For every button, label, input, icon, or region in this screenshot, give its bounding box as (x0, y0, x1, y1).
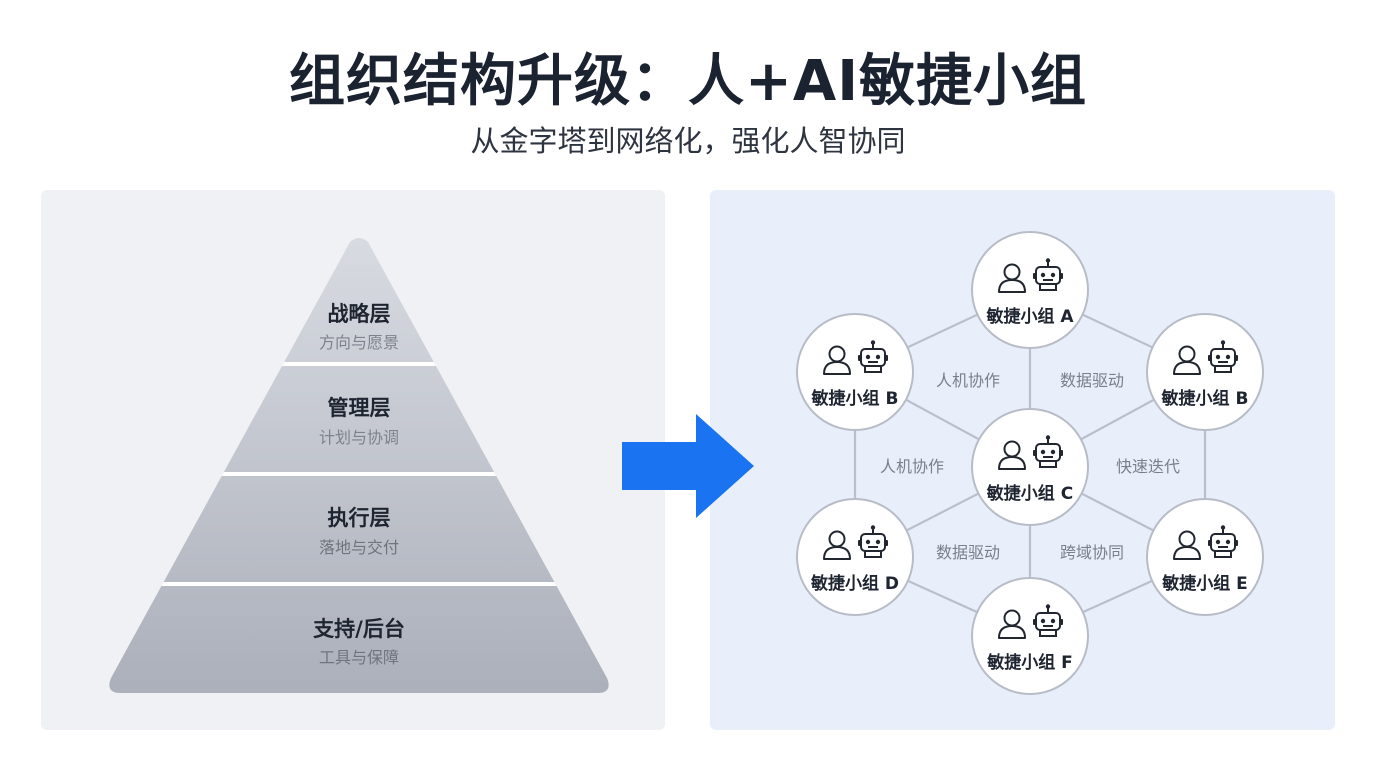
node-group-a: 敏捷小组 A (971, 231, 1089, 349)
node-group-f: 敏捷小组 F (971, 577, 1089, 695)
edge-label: 数据驱动 (1060, 371, 1124, 390)
pyramid-layer-support: 支持/后台 工具与保障 (313, 617, 405, 667)
node-label: 敏捷小组 B (811, 388, 899, 409)
pyramid-layer-title: 执行层 (328, 506, 391, 530)
node-group-b-left: 敏捷小组 B (796, 313, 914, 431)
edge-label: 人机协作 (936, 371, 1000, 390)
node-label: 敏捷小组 D (810, 573, 899, 594)
node-group-e: 敏捷小组 E (1146, 498, 1264, 616)
node-label: 敏捷小组 E (1161, 573, 1248, 594)
node-label: 敏捷小组 C (986, 483, 1073, 504)
node-group-d: 敏捷小组 D (796, 498, 914, 616)
edge-label: 数据驱动 (936, 543, 1000, 562)
right-arrow-icon (622, 414, 754, 518)
page-title: 组织结构升级：人+AI敏捷小组 (288, 49, 1088, 114)
pyramid-diagram: 战略层 方向与愿景 管理层 计划与协调 执行层 落地与交付 支持/后台 工具与保… (109, 238, 609, 693)
page-subtitle: 从金字塔到网络化，强化人智协同 (470, 124, 906, 158)
node-group-c: 敏捷小组 C (971, 408, 1089, 526)
node-group-b-right: 敏捷小组 B (1146, 313, 1264, 431)
pyramid-layer-strategy: 战略层 方向与愿景 (319, 302, 399, 352)
pyramid-layer-title: 支持/后台 (313, 617, 405, 641)
pyramid-layer-desc: 方向与愿景 (319, 333, 399, 352)
pyramid-layer-desc: 工具与保障 (319, 648, 399, 667)
pyramid-layer-desc: 计划与协调 (319, 428, 399, 447)
edge-label: 人机协作 (880, 457, 944, 476)
pyramid-divider (109, 472, 609, 476)
pyramid-divider (109, 582, 609, 586)
pyramid-layer-title: 战略层 (328, 302, 391, 326)
pyramid-layer-management: 管理层 计划与协调 (319, 396, 399, 447)
edge-label: 快速迭代 (1116, 457, 1180, 476)
pyramid-layer-execution: 执行层 落地与交付 (319, 506, 399, 557)
node-label: 敏捷小组 B (1161, 388, 1249, 409)
node-label: 敏捷小组 A (985, 306, 1074, 327)
agile-network-diagram: 人机协作 数据驱动 人机协作 快速迭代 数据驱动 跨域协同 敏捷小组 A 敏捷小… (796, 231, 1264, 695)
pyramid-layer-title: 管理层 (328, 396, 391, 420)
pyramid-layer-desc: 落地与交付 (319, 538, 399, 557)
pyramid-divider (109, 362, 609, 366)
node-label: 敏捷小组 F (986, 652, 1073, 673)
edge-label: 跨域协同 (1060, 543, 1124, 562)
